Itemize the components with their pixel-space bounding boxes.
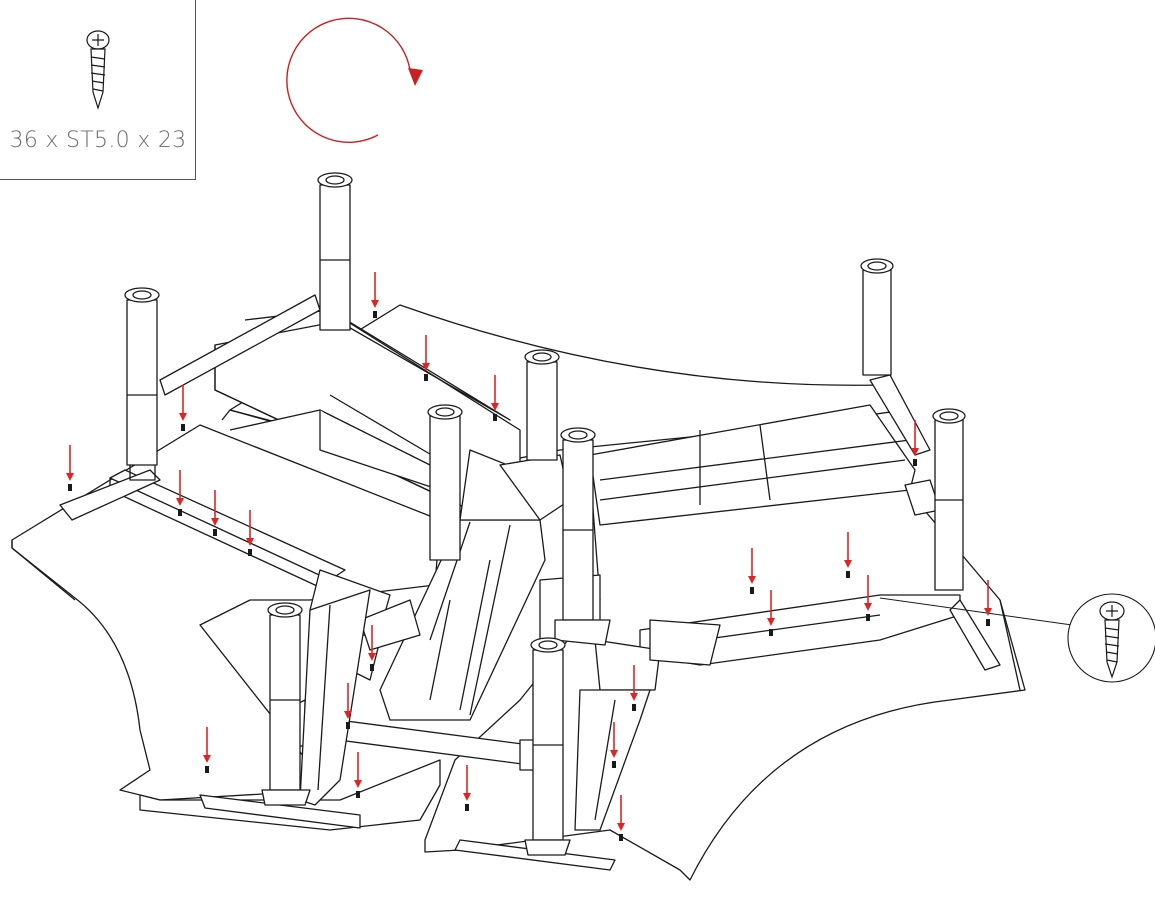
screw-arrow-head: [984, 608, 992, 616]
screw-mark: [424, 374, 428, 381]
leg-right: [932, 408, 966, 591]
screw-mark: [370, 664, 374, 671]
screw-arrow-head: [176, 498, 184, 506]
screw-mark: [769, 629, 773, 636]
screw-mark: [248, 549, 252, 556]
screw-arrow-head: [211, 518, 219, 526]
leg-back-left-2: [317, 172, 353, 331]
leg-back-left-1: [124, 287, 160, 481]
screw-arrow-head: [179, 413, 187, 421]
screw-mark: [913, 459, 917, 466]
screw-mark: [178, 509, 182, 516]
leg-center-back: [524, 349, 560, 461]
screw-icon: [86, 30, 110, 111]
screw-mark: [846, 571, 850, 578]
desktop-panel-left: [11, 424, 441, 801]
parts-callout: 36 x ST5.0 x 23: [0, 0, 196, 180]
screw-mark: [632, 704, 636, 711]
screw-mark: [493, 414, 497, 421]
screw-mark: [866, 614, 870, 621]
screw-arrow-head: [911, 448, 919, 456]
screw-mark: [205, 766, 209, 773]
screw-arrow-head: [344, 711, 352, 719]
leg-back-right: [860, 258, 894, 376]
screw-detail-callout: [879, 593, 1155, 683]
screw-mark: [373, 311, 377, 318]
screw-mark: [346, 722, 350, 729]
frame-right: [589, 374, 941, 526]
screw-arrow-head: [767, 618, 775, 626]
screw-arrow-head: [66, 473, 74, 481]
screw-mark: [612, 761, 616, 768]
screw-mark: [213, 529, 217, 536]
screw-arrow-head: [463, 793, 471, 801]
screw-mark: [68, 484, 72, 491]
rail-front-left: [199, 589, 371, 829]
screw-mark: [356, 791, 360, 798]
screw-mark: [750, 587, 754, 594]
screw-arrow-head: [203, 755, 211, 763]
screw-arrow-head: [491, 403, 499, 411]
screw-arrow-head: [368, 653, 376, 661]
screw-arrows: [66, 272, 992, 841]
screw-arrow-head: [864, 603, 872, 611]
screw-arrow-head: [422, 363, 430, 371]
screw-arrow-head: [610, 750, 618, 758]
screw-arrow-head: [617, 823, 625, 831]
screw-mark: [181, 424, 185, 431]
screw-arrow-head: [246, 538, 254, 546]
rotate-clockwise-arrow-icon: [286, 17, 423, 143]
screw-detail-icon: [1099, 601, 1125, 679]
screw-arrow-head: [371, 300, 379, 308]
leg-front-left: [261, 602, 311, 806]
screw-arrow-head: [630, 693, 638, 701]
screw-mark: [465, 804, 469, 811]
screw-mark: [986, 619, 990, 626]
screw-arrow-head: [748, 576, 756, 584]
parts-quantity-label: 36 x ST5.0 x 23: [9, 128, 187, 153]
screw-arrow-head: [844, 560, 852, 568]
leg-front-right: [524, 637, 571, 856]
screw-arrow-head: [354, 780, 362, 788]
leg-center-left: [427, 404, 463, 561]
screw-mark: [619, 834, 623, 841]
leg-center-right: [554, 427, 611, 646]
